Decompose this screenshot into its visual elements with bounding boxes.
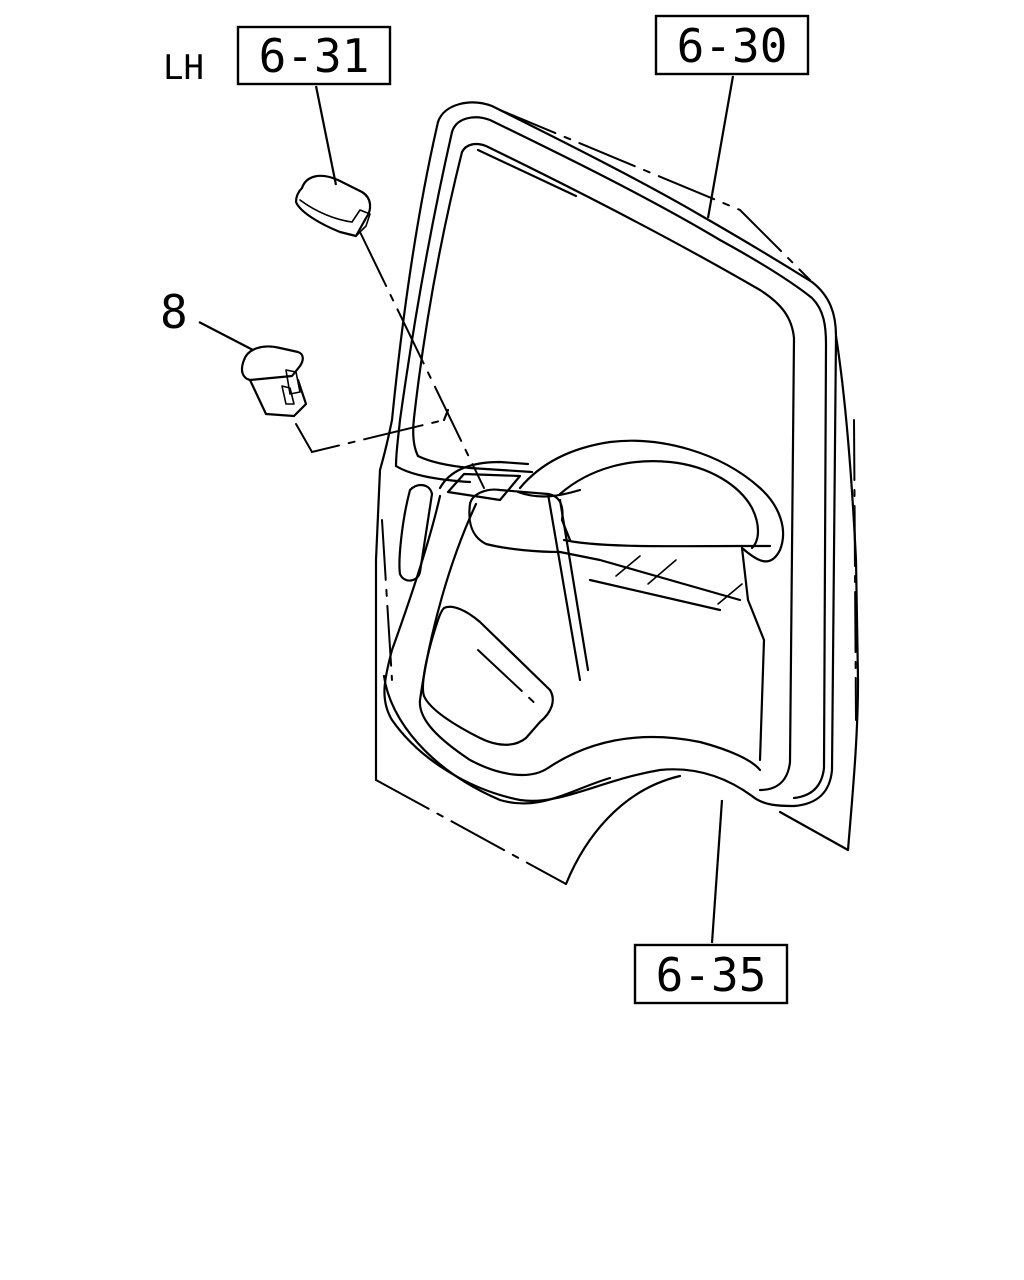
door-centerline-trim [477, 649, 541, 709]
lh-label: LH [163, 48, 204, 88]
door-trim [382, 439, 796, 808]
door-panel [374, 101, 860, 886]
callout-6-30-text: 6-30 [677, 19, 788, 73]
door-centerline-left [381, 519, 393, 681]
leader-6-30 [706, 75, 735, 219]
install-line-8-end [442, 408, 450, 422]
door-centerline-top [499, 109, 811, 281]
callout-6-30-box [654, 14, 810, 76]
install-line-6-31 [359, 231, 485, 489]
callout-6-31-box [236, 25, 392, 86]
install-line-8 [295, 419, 445, 454]
part-8-window-switch [240, 345, 308, 418]
door-centerline-right [853, 419, 857, 721]
callout-6-30[interactable]: 6-30 [654, 14, 810, 76]
leader-8 [198, 321, 254, 351]
part-number-8: 8 [160, 285, 188, 339]
callout-6-35-box [633, 943, 789, 1005]
leader-6-31 [314, 85, 338, 186]
callout-6-35[interactable]: 6-35 [633, 943, 789, 1005]
callout-6-35-text: 6-35 [656, 948, 767, 1002]
callout-6-31-text: 6-31 [259, 29, 370, 83]
callout-6-31[interactable]: 6-31 [236, 25, 392, 86]
part-6-31-switch-cover [294, 174, 372, 238]
leader-6-35 [710, 799, 724, 944]
